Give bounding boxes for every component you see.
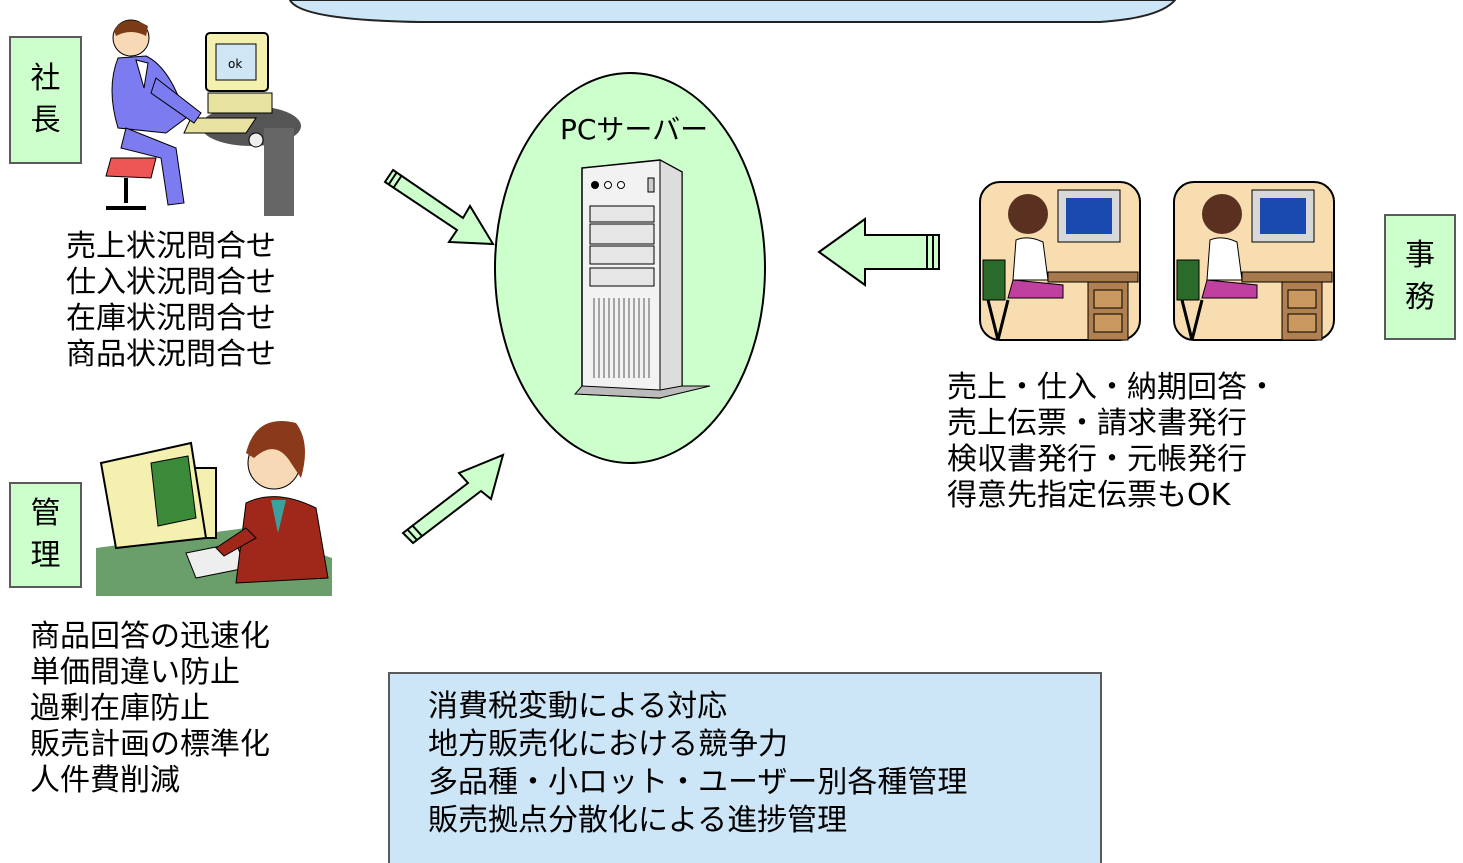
office-worker-icon	[979, 181, 1141, 341]
benefits-box: 消費税変動による対応 地方販売化における競争力 多品種・小ロット・ユーザー別各種…	[388, 672, 1102, 863]
benefit-item: 消費税変動による対応	[428, 689, 728, 724]
president-item: 仕入状況問合せ	[66, 265, 276, 300]
benefit-item: 多品種・小ロット・ユーザー別各種管理	[428, 765, 968, 800]
arrow-president-to-server	[383, 168, 495, 246]
management-item: 過剰在庫防止	[30, 691, 210, 726]
role-management-char-2: 理	[30, 538, 61, 573]
president-item: 在庫状況問合せ	[66, 301, 276, 336]
arrow-management-to-server	[401, 453, 505, 545]
arrow-office-to-server	[817, 217, 940, 287]
office-worker-icon	[1173, 181, 1335, 341]
manager-at-computer-icon	[96, 421, 332, 596]
role-president-char-1: 社	[30, 61, 61, 96]
role-president-box: 社 長	[9, 36, 82, 164]
server-label: PCサーバー	[560, 113, 709, 146]
benefit-item: 地方販売化における競争力	[428, 727, 788, 762]
president-at-computer-icon: ok	[105, 19, 301, 216]
svg-text:ok: ok	[228, 57, 242, 71]
benefits-list: 消費税変動による対応 地方販売化における競争力 多品種・小ロット・ユーザー別各種…	[428, 688, 967, 840]
role-office-char-1: 事	[1405, 238, 1435, 273]
role-office-box: 事 務	[1384, 214, 1456, 340]
office-item: 売上伝票・請求書発行	[947, 406, 1247, 441]
role-office-char-2: 務	[1405, 280, 1435, 315]
president-item: 商品状況問合せ	[66, 337, 276, 372]
role-president-char-2: 長	[30, 103, 61, 138]
office-item: 検収書発行・元帳発行	[947, 442, 1247, 477]
role-management-box: 管 理	[9, 482, 82, 588]
president-item: 売上状況問合せ	[66, 229, 276, 264]
president-items-list: 売上状況問合せ 仕入状況問合せ 在庫状況問合せ 商品状況問合せ	[66, 229, 276, 373]
management-item: 単価間違い防止	[30, 655, 240, 690]
management-item: 商品回答の迅速化	[30, 619, 270, 654]
management-items-list: 商品回答の迅速化 単価間違い防止 過剰在庫防止 販売計画の標準化 人件費削減	[30, 619, 270, 799]
benefit-item: 販売拠点分散化による進捗管理	[428, 803, 848, 838]
server-tower-icon	[573, 159, 711, 399]
office-item: 売上・仕入・納期回答・	[947, 370, 1277, 405]
management-item: 販売計画の標準化	[30, 727, 270, 762]
office-item: 得意先指定伝票もOK	[947, 478, 1231, 513]
top-banner	[288, 0, 1177, 23]
office-items-list: 売上・仕入・納期回答・ 売上伝票・請求書発行 検収書発行・元帳発行 得意先指定伝…	[947, 370, 1277, 514]
management-item: 人件費削減	[30, 763, 180, 798]
role-management-char-1: 管	[30, 496, 61, 531]
